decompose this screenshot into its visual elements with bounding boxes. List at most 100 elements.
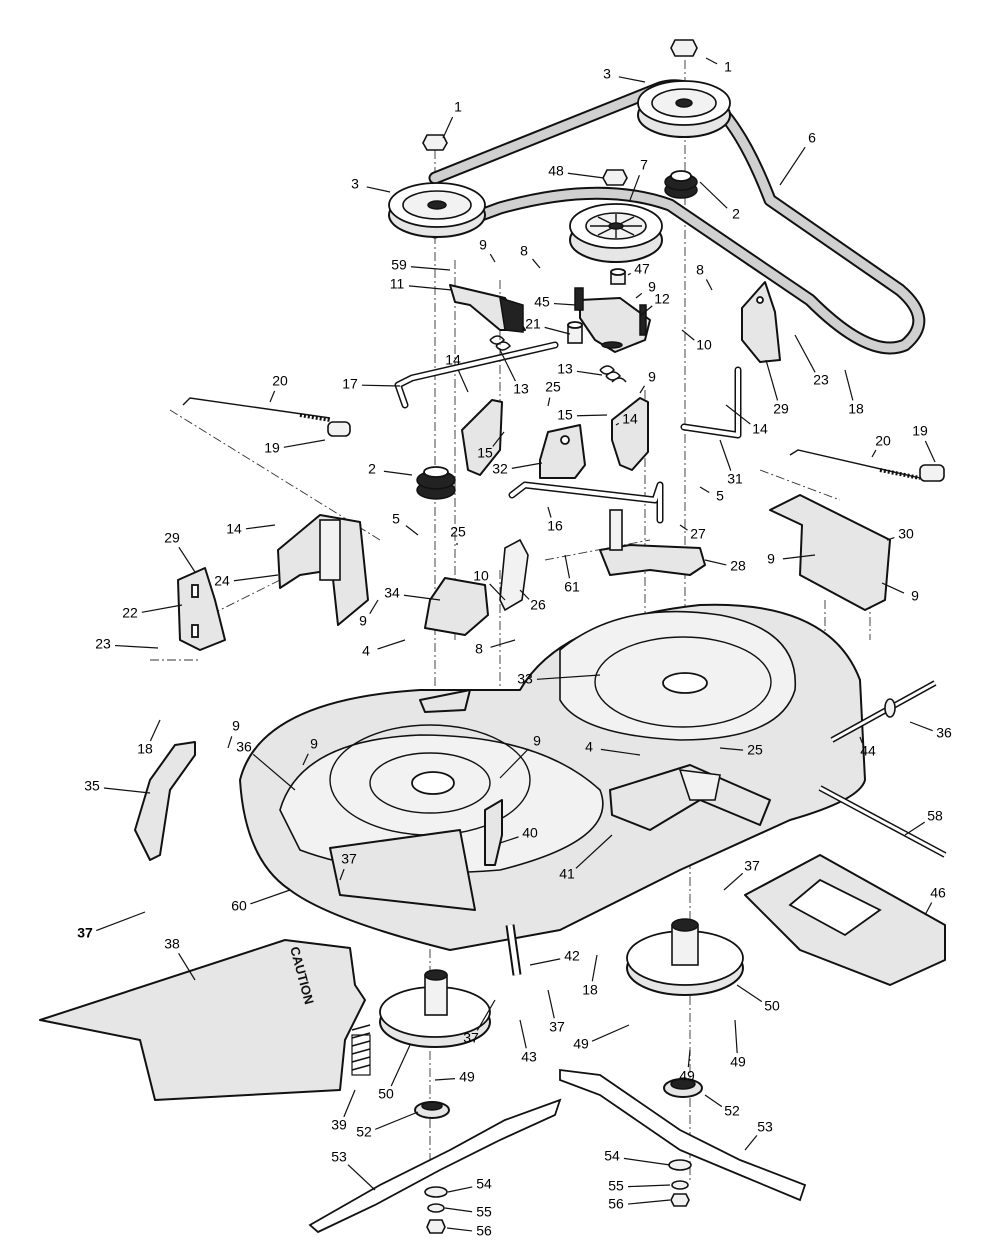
callout-leader-line xyxy=(547,989,555,1019)
callout-number: 9 xyxy=(479,237,487,253)
bracket-34 xyxy=(424,577,489,636)
callout-number: 18 xyxy=(582,982,598,998)
callout-leader-line xyxy=(499,836,519,844)
callout-c-9f: 9 xyxy=(359,599,379,629)
shaft-44 xyxy=(830,680,937,743)
callout-c-45: 45 xyxy=(534,294,577,310)
callout-number: 58 xyxy=(927,808,943,824)
callout-c-40: 40 xyxy=(499,825,538,844)
lift-rod-20-right xyxy=(789,449,945,482)
callout-leader-line xyxy=(250,889,291,905)
callout-c-38: 38 xyxy=(164,936,196,981)
callout-leader-line xyxy=(511,462,543,469)
callout-leader-line xyxy=(252,753,296,791)
callout-leader-line xyxy=(725,404,751,425)
callout-number: 9 xyxy=(359,613,367,629)
left-spindle-pulley xyxy=(388,182,486,238)
callout-number: 14 xyxy=(622,411,638,427)
callout-c-22: 22 xyxy=(122,604,183,621)
callout-number: 15 xyxy=(477,445,493,461)
callout-c-18b: 18 xyxy=(137,719,161,757)
callout-leader-line xyxy=(794,334,816,373)
callout-c-32: 32 xyxy=(492,461,543,477)
callout-c-42: 42 xyxy=(529,948,580,966)
callout-c-48: 48 xyxy=(548,163,605,179)
callout-c-46: 46 xyxy=(924,885,946,916)
discharge-chute-38: CAUTION xyxy=(39,939,366,1101)
callout-c-25b: 25 xyxy=(450,524,466,546)
callout-number: 14 xyxy=(445,352,461,368)
callout-leader-line xyxy=(699,181,728,209)
callout-number: 9 xyxy=(310,736,318,752)
blade-53-left xyxy=(308,1098,562,1234)
callout-number: 30 xyxy=(898,526,914,542)
bearing-upper-right xyxy=(664,170,698,199)
callout-leader-line xyxy=(361,384,401,387)
callout-leader-line xyxy=(744,1135,758,1151)
callout-leader-line xyxy=(457,369,469,393)
callout-number: 45 xyxy=(534,294,550,310)
callout-c-43: 43 xyxy=(519,1019,537,1065)
callout-leader-line xyxy=(591,954,598,982)
callout-number: 20 xyxy=(272,373,288,389)
callout-c-53b: 53 xyxy=(744,1119,773,1151)
callout-number: 56 xyxy=(608,1196,624,1212)
callout-leader-line xyxy=(576,414,608,417)
callout-number: 9 xyxy=(648,369,656,385)
callout-leader-line xyxy=(564,554,571,579)
callout-c-10a: 10 xyxy=(681,329,712,353)
callout-c-4a: 4 xyxy=(362,639,406,659)
callout-number: 49 xyxy=(573,1036,589,1052)
callout-number: 59 xyxy=(391,257,407,273)
callout-c-54b: 54 xyxy=(604,1148,671,1166)
callout-leader-line xyxy=(245,524,276,530)
callout-c-23b: 23 xyxy=(95,636,159,652)
callout-leader-line xyxy=(383,470,413,476)
callout-c-9g: 9 xyxy=(227,718,240,749)
callout-leader-line xyxy=(719,747,744,751)
callout-c-3a: 3 xyxy=(603,66,646,83)
callout-number: 5 xyxy=(392,511,400,527)
callout-number: 37 xyxy=(744,858,760,874)
rod-17 xyxy=(394,341,559,409)
callout-c-20b: 20 xyxy=(871,433,891,458)
callout-leader-line xyxy=(859,736,863,744)
callout-leader-line xyxy=(489,583,506,601)
callout-c-10b: 10 xyxy=(473,568,506,601)
callout-leader-line xyxy=(269,390,276,403)
callout-number: 18 xyxy=(137,741,153,757)
callout-number: 19 xyxy=(264,440,280,456)
callout-c-20a: 20 xyxy=(269,373,288,403)
callout-number: 14 xyxy=(226,521,242,537)
bracket-24 xyxy=(277,514,369,626)
callout-leader-line xyxy=(369,599,379,615)
callout-number: 32 xyxy=(492,461,508,477)
callout-number: 9 xyxy=(533,733,541,749)
callout-c-9b: 9 xyxy=(635,279,656,299)
callout-c-9i: 9 xyxy=(499,733,541,779)
callout-number: 49 xyxy=(679,1068,695,1084)
callout-number: 34 xyxy=(384,585,400,601)
callout-leader-line xyxy=(679,524,688,531)
callout-leader-line xyxy=(339,868,345,881)
callout-leader-line xyxy=(705,279,713,291)
callout-number: 47 xyxy=(634,261,650,277)
callout-c-53a: 53 xyxy=(331,1149,376,1191)
bearing-52-left xyxy=(414,1101,450,1119)
callout-c-25c: 25 xyxy=(719,742,763,758)
callout-leader-line xyxy=(408,285,453,291)
callout-leader-line xyxy=(736,984,763,1003)
callout-leader-line xyxy=(233,574,279,582)
callout-leader-line xyxy=(704,1094,723,1108)
callout-number: 18 xyxy=(848,401,864,417)
callout-leader-line xyxy=(343,1089,356,1118)
callout-leader-line xyxy=(904,821,926,836)
callout-c-50b: 50 xyxy=(736,984,780,1014)
callout-number: 36 xyxy=(936,725,952,741)
callout-number: 1 xyxy=(454,99,462,115)
callout-c-13b: 13 xyxy=(557,361,603,377)
callout-number: 20 xyxy=(875,433,891,449)
callout-c-8b: 8 xyxy=(696,262,713,291)
callout-c-8c: 8 xyxy=(475,639,516,657)
hex-nut-icon xyxy=(422,39,698,186)
